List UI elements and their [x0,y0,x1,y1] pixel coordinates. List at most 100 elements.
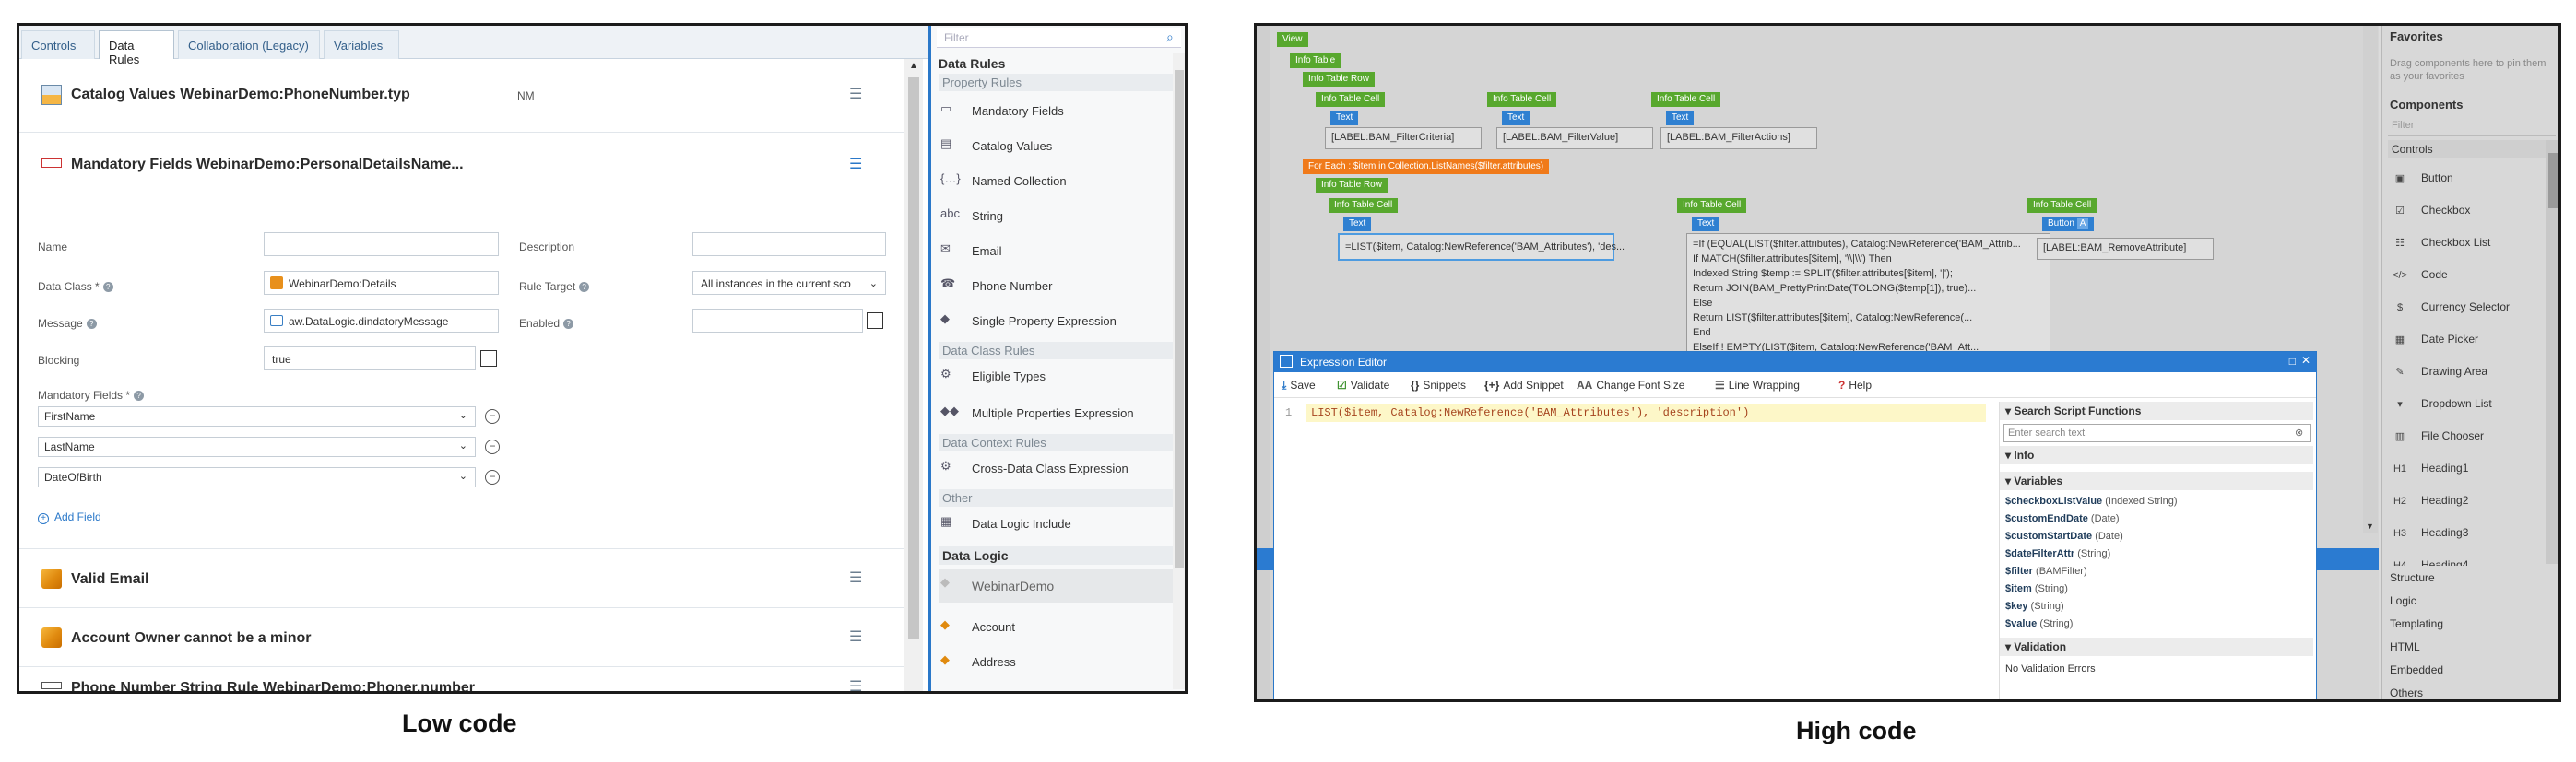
scroll-down-icon[interactable]: ▼ [2366,522,2374,531]
function-search-input[interactable]: Enter search text [2003,424,2311,442]
scrollbar[interactable]: ▼ [2363,26,2378,533]
rule-target-select[interactable]: All instances in the current sco⌄ [692,271,886,295]
scroll-thumb[interactable] [2548,153,2558,208]
snippets-button[interactable]: {}Snippets [1411,379,1467,392]
rule-catalog-values[interactable]: Catalog Values WebinarDemo:PhoneNumber.t… [19,59,904,133]
badge-info-table-cell[interactable]: Info Table Cell [1316,92,1386,107]
palette-item-eligible-types[interactable]: ⚙Eligible Types [939,367,1169,387]
group-embedded[interactable]: Embedded [2390,663,2444,676]
tab-collaboration[interactable]: Collaboration (Legacy) [178,30,320,59]
palette-item-mandatory[interactable]: ▭Mandatory Fields [939,101,1169,122]
badge-text[interactable]: Text [1666,111,1695,125]
settings-icon[interactable]: ☰ [849,157,863,172]
badge-text[interactable]: Text [1330,111,1359,125]
help-button[interactable]: ?Help [1838,379,1873,392]
badge-info-table-cell[interactable]: Info Table Cell [1651,92,1721,107]
group-structure[interactable]: Structure [2390,571,2435,584]
clear-icon[interactable]: ⊗ [2295,428,2304,439]
component-checkbox[interactable]: ☑Checkbox [2390,204,2470,217]
badge-info-table-cell[interactable]: Info Table Cell [1677,198,1747,213]
component-file-chooser[interactable]: ▥File Chooser [2390,429,2484,442]
validate-button[interactable]: ☑Validate [1337,379,1390,392]
group-templating[interactable]: Templating [2390,617,2444,630]
settings-icon[interactable]: ☰ [849,629,863,645]
component-checkbox-list[interactable]: ☷Checkbox List [2390,236,2490,249]
info-section[interactable]: ▾ Info [2000,446,2313,464]
group-html[interactable]: HTML [2390,640,2420,653]
code-editor[interactable]: 1 LIST($item, Catalog:NewReference('BAM_… [1278,404,1991,699]
expression-button[interactable] [867,312,883,329]
variable-item[interactable]: $checkboxListValue (Indexed String) [2005,496,2178,507]
remove-field-icon[interactable]: − [485,470,500,485]
code-line[interactable]: LIST($item, Catalog:NewReference('BAM_At… [1306,404,1986,422]
settings-icon[interactable]: ☰ [849,570,863,586]
badge-info-table-cell[interactable]: Info Table Cell [1487,92,1557,107]
name-input[interactable] [264,232,499,256]
badge-view[interactable]: View [1277,32,1308,47]
scrollbar[interactable] [2546,140,2558,564]
variable-item[interactable]: $filter (BAMFilter) [2005,566,2087,577]
cell-filter-actions[interactable]: [LABEL:BAM_FilterActions] [1660,127,1817,149]
component-currency-selector[interactable]: $Currency Selector [2390,300,2510,313]
scroll-thumb[interactable] [908,77,919,639]
save-button[interactable]: ⤓Save [1282,379,1316,392]
controls-section[interactable]: Controls [2388,140,2556,158]
cell-list-expression[interactable]: =LIST($item, Catalog:NewReference('BAM_A… [1338,233,1625,261]
palette-item-data-logic-include[interactable]: ▦Data Logic Include [939,514,1169,534]
variable-item[interactable]: $key (String) [2005,601,2064,612]
palette-item-catalog[interactable]: ▤Catalog Values [939,136,1169,157]
badge-info-table[interactable]: Info Table [1290,53,1341,68]
variables-section[interactable]: ▾ Variables [2000,472,2313,490]
enabled-input[interactable] [692,309,863,333]
variable-item[interactable]: $customEndDate (Date) [2005,513,2120,524]
data-class-input[interactable]: WebinarDemo:Details [264,271,499,295]
palette-item-webinardemo[interactable]: ◆WebinarDemo [939,569,1178,603]
badge-text[interactable]: Text [1692,217,1720,231]
maximize-icon[interactable]: □ [2288,355,2296,368]
close-icon[interactable]: ✕ [2300,354,2310,367]
scrollbar[interactable]: ▲ [904,59,923,691]
description-input[interactable] [692,232,886,256]
rule-valid-email[interactable]: Valid Email ☰ [19,549,904,608]
settings-icon[interactable]: ☰ [849,87,863,102]
palette-item-email[interactable]: ✉Email [939,241,1169,262]
component-date-picker[interactable]: ▦Date Picker [2390,333,2478,346]
tab-controls[interactable]: Controls [21,30,95,59]
components-filter-input[interactable]: Filter [2388,116,2556,136]
badge-text[interactable]: Text [1502,111,1530,125]
rule-phone-number[interactable]: Phone Number String Rule WebinarDemo:Pho… [19,667,904,691]
variable-item[interactable]: $customStartDate (Date) [2005,531,2123,542]
component-dropdown-list[interactable]: ▾Dropdown List [2390,397,2491,410]
group-logic[interactable]: Logic [2390,594,2416,607]
message-input[interactable]: aw.DataLogic.dindatoryMessage [264,309,499,333]
badge-info-table-row[interactable]: Info Table Row [1303,72,1375,87]
badge-info-table-row[interactable]: Info Table Row [1316,178,1388,193]
cell-filter-value[interactable]: [LABEL:BAM_FilterValue] [1496,127,1653,149]
component-button[interactable]: ▣Button [2390,171,2453,184]
validation-section[interactable]: ▾ Validation [2000,638,2313,656]
palette-item-single-expression[interactable]: ◆Single Property Expression [939,311,1169,332]
palette-item-named-collection[interactable]: {…}Named Collection [939,171,1169,192]
rule-account-owner[interactable]: Account Owner cannot be a minor ☰ [19,608,904,667]
cell-filter-criteria[interactable]: [LABEL:BAM_FilterCriteria] [1325,127,1482,149]
variable-item[interactable]: $dateFilterAttr (String) [2005,548,2111,559]
code-cell[interactable]: =If (EQUAL(LIST($filter.attributes), Cat… [1686,233,2050,353]
palette-item-account[interactable]: ◆Account [939,617,1169,638]
cell-remove-attribute[interactable]: [LABEL:BAM_RemoveAttribute] [2037,238,2214,260]
add-field-link[interactable]: +Add Field [38,510,101,524]
badge-info-table-cell[interactable]: Info Table Cell [1329,198,1399,213]
field-select[interactable]: DateOfBirth⌄ [38,467,476,487]
remove-field-icon[interactable]: − [485,409,500,424]
badge-for-each[interactable]: For Each : $item in Collection.ListNames… [1303,159,1550,174]
field-select[interactable]: LastName⌄ [38,437,476,457]
badge-text[interactable]: Text [1343,217,1372,231]
badge-info-table-cell[interactable]: Info Table Cell [2027,198,2097,213]
line-wrapping-button[interactable]: ☰Line Wrapping [1715,379,1800,392]
remove-field-icon[interactable]: − [485,440,500,454]
variable-item[interactable]: $item (String) [2005,583,2068,594]
add-snippet-button[interactable]: {+}Add Snippet [1484,379,1564,392]
